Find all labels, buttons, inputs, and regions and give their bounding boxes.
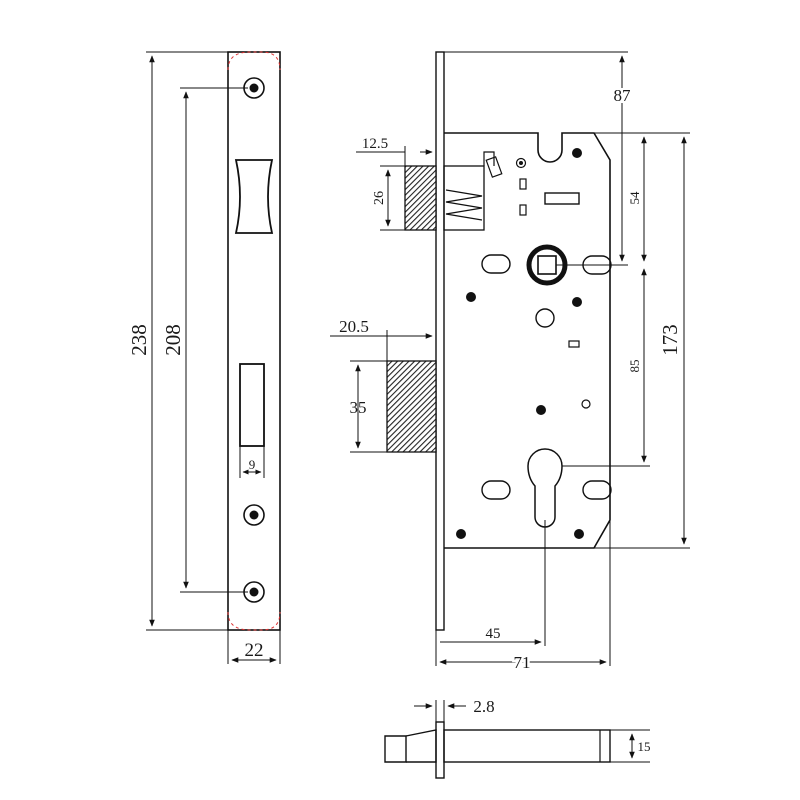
- body-height-dim: 173: [658, 324, 682, 356]
- latch-trigger-small: [515, 157, 527, 169]
- faceplate-latch-opening: [234, 159, 274, 234]
- latch-projection-dim: 12.5: [362, 136, 388, 152]
- bottom-body: [443, 729, 611, 763]
- faceplate-thickness-dim: 2.8: [473, 697, 494, 716]
- faceplate-outline: [227, 51, 281, 631]
- indicator-window: [544, 192, 580, 205]
- body-depth-dim: 71: [514, 653, 531, 672]
- faceplate-width-dim: 22: [245, 640, 264, 661]
- bottom-latch-bevel: [405, 729, 437, 763]
- faceplate-view: 238 208 22 9: [127, 51, 281, 664]
- guide-hole: [535, 308, 555, 328]
- lock-body-view: 12.5 26 20.5 35 87 54 85 173: [330, 51, 690, 675]
- lock-case-outline: [444, 132, 611, 549]
- latch-tail: [483, 151, 495, 166]
- slot-width-dim: 9: [249, 457, 256, 472]
- case-rivet-2: [466, 292, 476, 302]
- small-slot-a: [519, 178, 527, 190]
- case-rivet-6: [574, 529, 584, 539]
- bottom-latch-tip: [384, 735, 407, 763]
- oval-slot-left-lower: [481, 480, 511, 500]
- case-rivet-1: [572, 148, 582, 158]
- latch-spring: [445, 189, 483, 221]
- cylinder-cutout: [527, 448, 563, 528]
- case-rivet-3: [572, 297, 582, 307]
- screw-spacing-dim: 208: [161, 324, 185, 356]
- deadbolt-projection-dim: 20.5: [339, 317, 369, 336]
- spindle-offset-dim: 54: [627, 191, 642, 205]
- faceplate-screw-middle: [243, 504, 265, 526]
- spindle-to-cylinder-dim: 85: [627, 360, 642, 373]
- case-rivet-4: [536, 405, 546, 415]
- oval-slot-right-lower: [582, 480, 612, 500]
- faceplate-bottom-corner-arc: [227, 611, 281, 631]
- bottom-view: 2.8 15: [384, 697, 651, 779]
- faceplate-deadbolt-slot: [239, 363, 265, 447]
- top-to-spindle-dim: 87: [614, 86, 632, 105]
- latch-bolt: [404, 165, 437, 231]
- body-thickness-dim: 15: [638, 739, 651, 754]
- latch-spring-housing: [443, 165, 485, 231]
- latch-lever: [485, 156, 503, 178]
- deadbolt: [386, 360, 437, 453]
- small-slot-b: [519, 204, 527, 216]
- backset-dim: 45: [486, 626, 501, 642]
- oval-slot-left-upper: [481, 254, 511, 274]
- latch-height-dim: 26: [372, 191, 387, 205]
- case-rivet-5: [456, 529, 466, 539]
- small-rect-mark: [568, 340, 580, 348]
- small-pin: [581, 399, 591, 409]
- deadbolt-height-dim: 35: [350, 398, 367, 417]
- faceplate-length-dim: 238: [127, 324, 151, 356]
- bottom-faceplate: [435, 721, 445, 779]
- lock-faceplate-edge: [435, 51, 445, 631]
- faceplate-top-corner-arc: [227, 51, 281, 71]
